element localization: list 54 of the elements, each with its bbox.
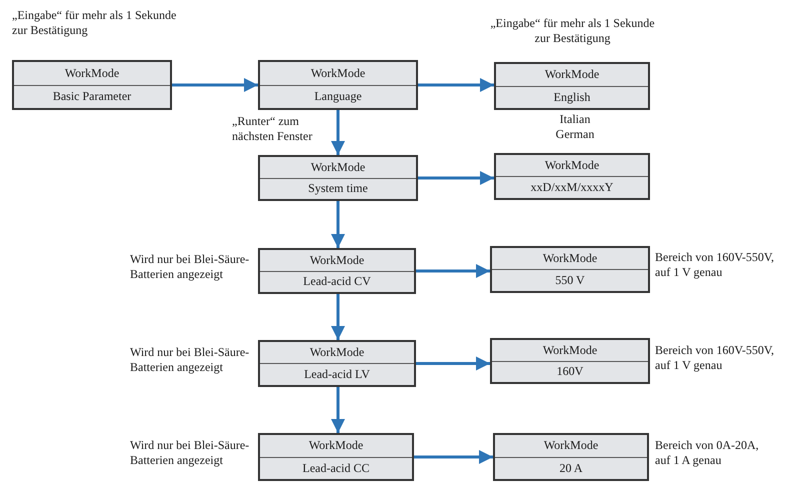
note-text: Wird nur bei Blei-Säure-Batterien angezeigt: [130, 252, 250, 282]
screen-value: xxD/xxM/xxxxY: [496, 176, 648, 198]
screen-title: WorkMode: [542, 437, 600, 454]
menu-screen-box: [490, 246, 650, 293]
screen-value: 160V: [492, 360, 648, 382]
menu-screen-box: [490, 338, 650, 384]
menu-screen-box: [258, 248, 416, 294]
screen-title: WorkMode: [542, 342, 598, 359]
note-text: Italian: [558, 112, 592, 127]
arrow: [331, 201, 345, 248]
arrow: [414, 450, 493, 464]
screen-title: WorkMode: [308, 252, 366, 269]
note-text: „Eingabe“ für mehr als 1 Sekunde zur Bestätigung: [490, 16, 655, 46]
menu-screen-box: [494, 153, 650, 200]
arrow: [418, 78, 494, 92]
menu-screen-box: [258, 340, 416, 387]
note-text: German: [554, 127, 596, 142]
arrow: [416, 356, 490, 370]
arrow: [418, 171, 494, 185]
screen-title: WorkMode: [542, 250, 598, 267]
note-text: Wird nur bei Blei-Säure-Batterien angezeigt: [130, 345, 250, 375]
screen-value: 20 A: [495, 456, 647, 479]
note-text: Bereich von 160V-550V, auf 1 V genau: [655, 250, 775, 280]
screen-title: WorkMode: [64, 64, 120, 82]
screen-value: Lead-acid LV: [260, 363, 414, 385]
menu-screen-box: [258, 155, 418, 201]
arrow: [331, 294, 345, 340]
screen-value: 550 V: [492, 269, 648, 291]
menu-screen-box: [258, 60, 418, 110]
note-text: „Eingabe“ für mehr als 1 Sekunde zur Bestätigung: [12, 8, 177, 38]
note-text: Bereich von 0A-20A, auf 1 A genau: [655, 438, 760, 468]
note-text: Bereich von 160V-550V, auf 1 V genau: [655, 343, 775, 373]
menu-screen-box: [493, 433, 649, 481]
arrow: [416, 264, 490, 278]
screen-value: Lead-acid CV: [260, 270, 414, 292]
screen-value: English: [496, 86, 648, 108]
edge-label: „Runter“ zum nächsten Fenster: [232, 114, 314, 144]
screen-title: WorkMode: [310, 64, 366, 82]
arrow: [331, 387, 345, 433]
screen-title: WorkMode: [308, 437, 364, 454]
screen-value: System time: [260, 178, 416, 199]
menu-screen-box: [12, 60, 172, 110]
screen-title: WorkMode: [310, 158, 366, 176]
screen-value: Basic Parameter: [14, 84, 170, 108]
screen-value: Language: [260, 84, 416, 108]
screen-title: WorkMode: [544, 66, 600, 84]
screen-title: WorkMode: [308, 344, 366, 361]
note-text: Wird nur bei Blei-Säure-Batterien angezeigt: [130, 438, 250, 468]
arrow: [331, 110, 345, 155]
screen-title: WorkMode: [544, 157, 600, 174]
menu-screen-box: [494, 62, 650, 110]
screen-value: Lead-acid CC: [260, 456, 412, 479]
menu-screen-box: [258, 433, 414, 481]
arrow: [172, 78, 258, 92]
